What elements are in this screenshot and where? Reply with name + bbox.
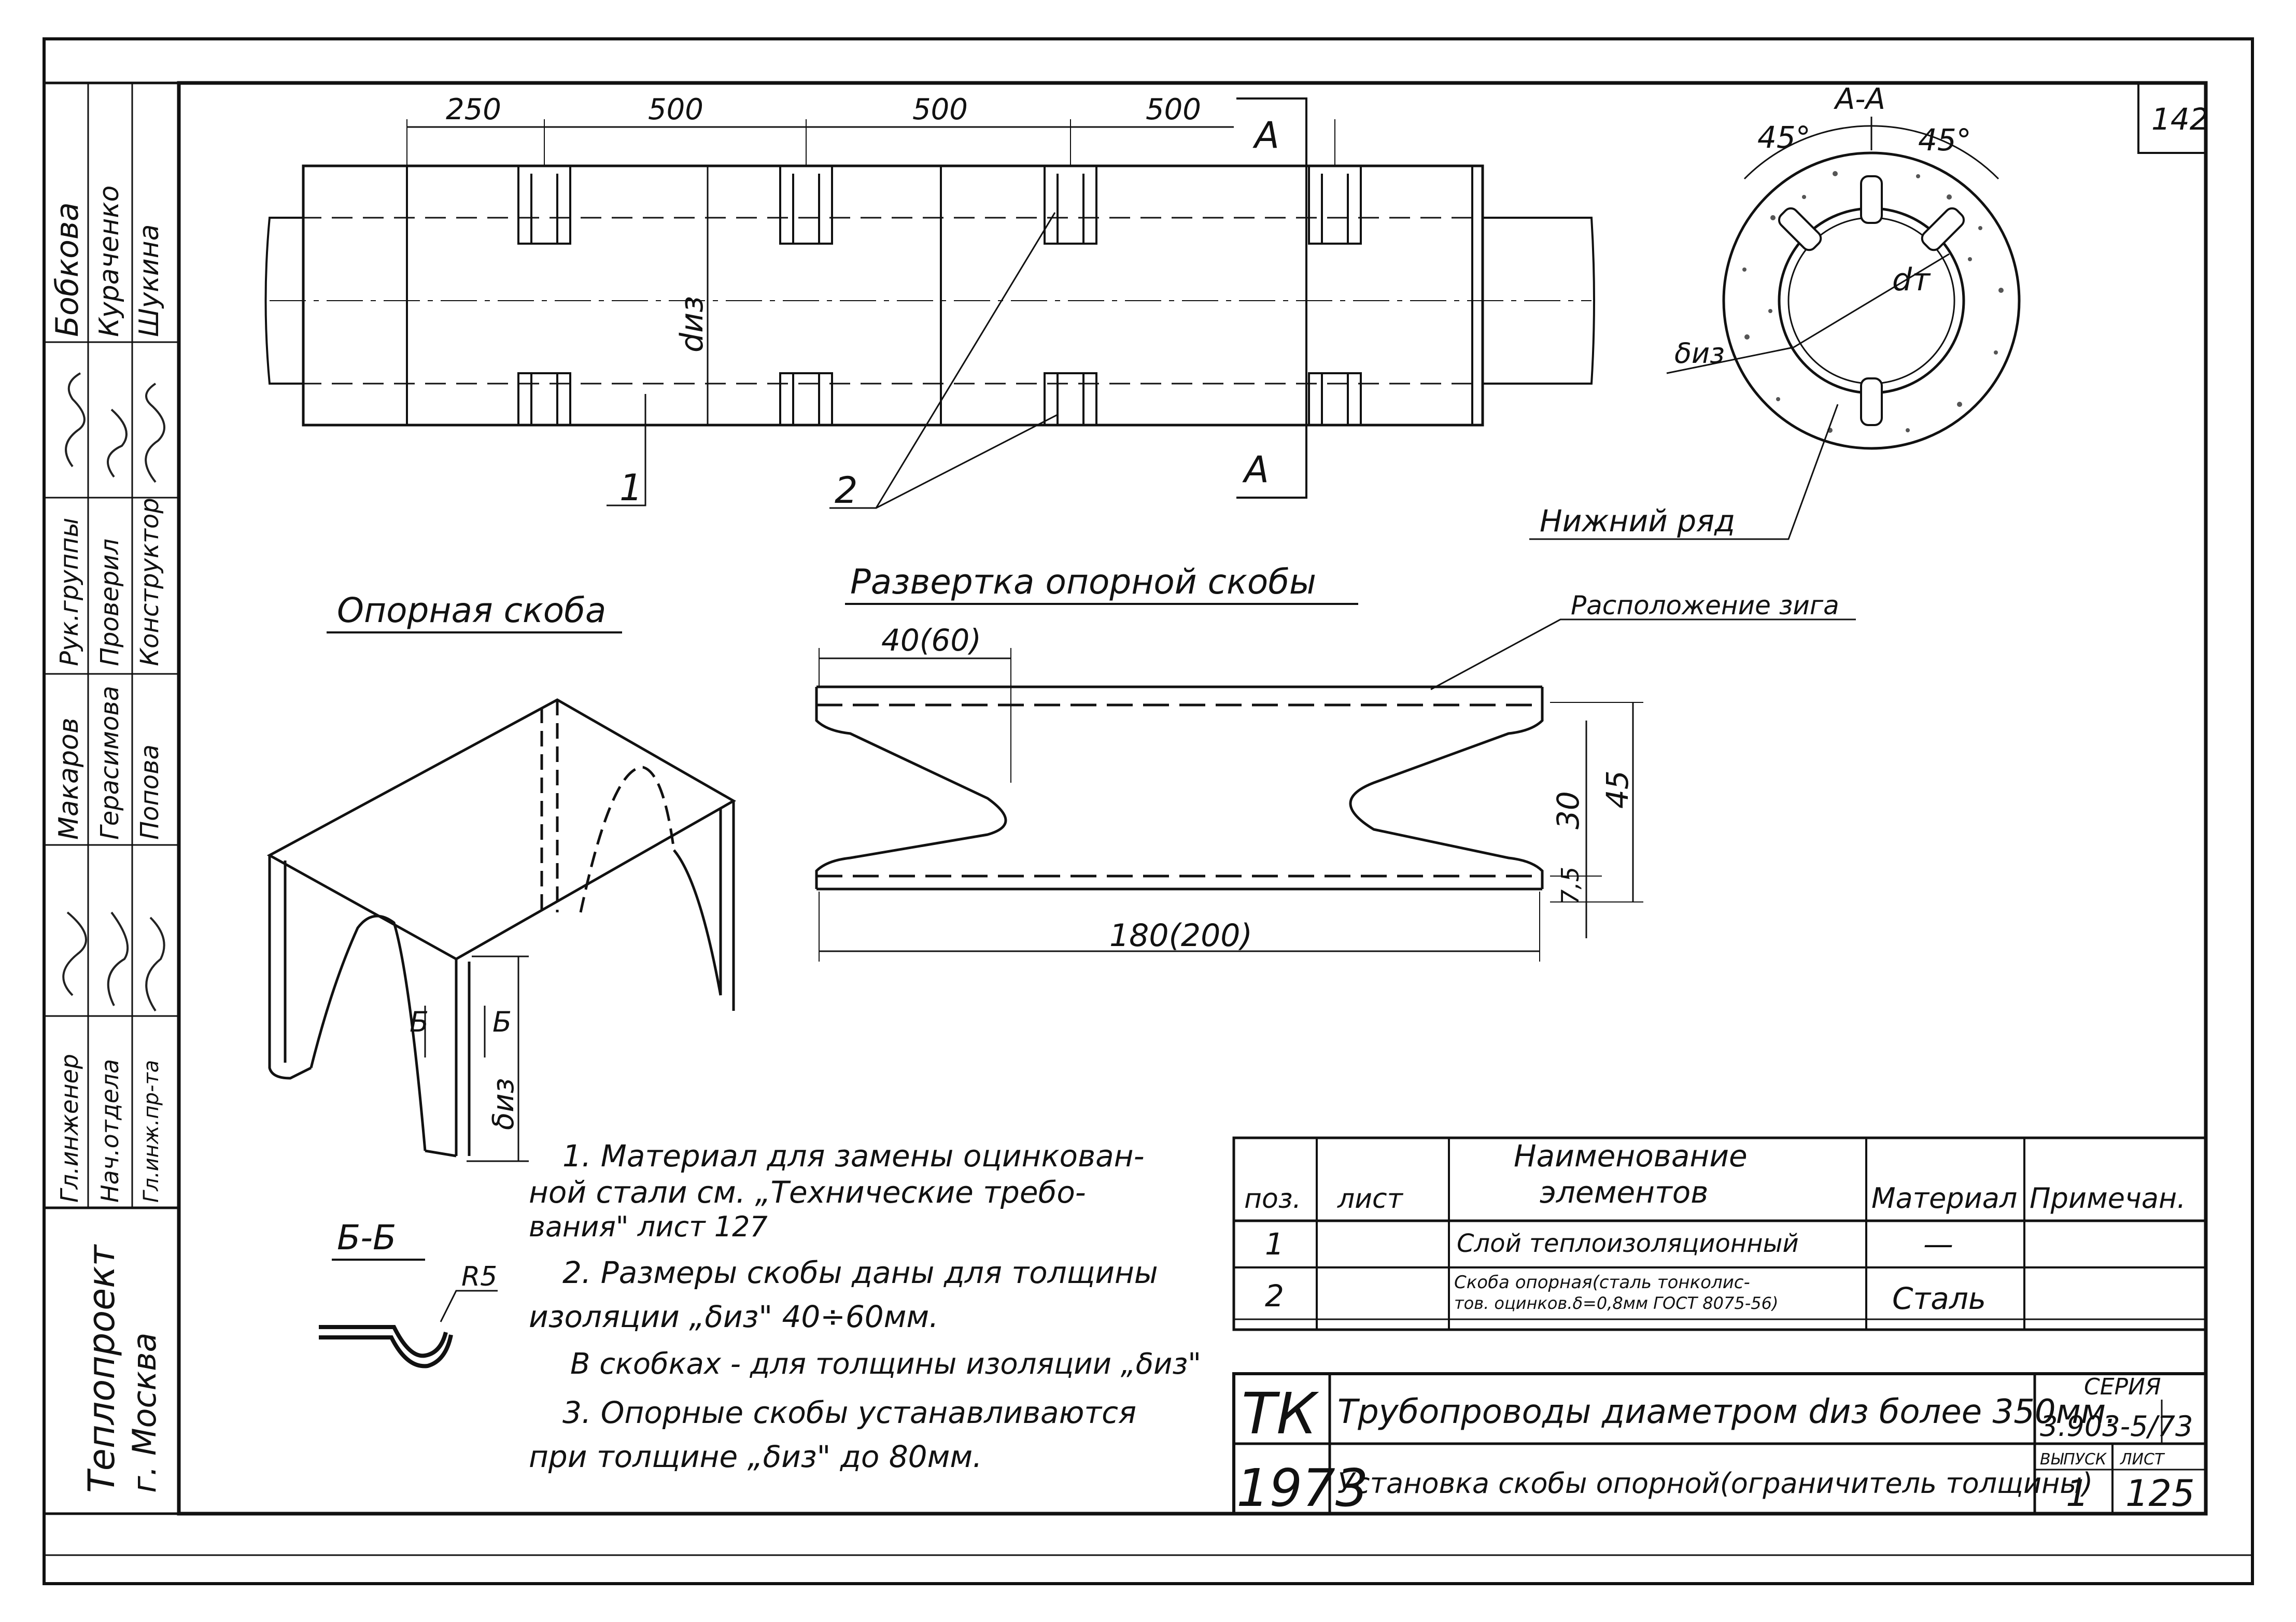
tb-issue-label: ВЫПУСК [2040,1450,2107,1469]
note-line-7: 3. Опорные скобы устанавливаются [562,1395,1136,1430]
dim-bottom: 180(200) [1109,918,1252,954]
row1-pos: 1 [1265,1226,1284,1262]
note-line-4: 2. Размеры скобы даны для толщины [562,1255,1158,1290]
pipe-dia: dт [1892,262,1931,298]
dim-45: 45 [1600,770,1635,809]
support-bracket-title: Опорная скоба [337,590,606,630]
stamp-role-3: Гл.инж.пр-та [139,1060,163,1203]
tb-line2: Установка скобы опорной(ограничитель тол… [1337,1467,2093,1500]
bracket-dim: δиз [487,1078,520,1130]
section-a-top: A [1252,114,1279,157]
note-line-5: изоляции „δиз" 40÷60мм. [529,1299,939,1334]
dia-label: dиз [674,296,710,352]
bb-radius: R5 [461,1261,497,1292]
row2-name: Скоба опорная(сталь тонколис- [1454,1272,1750,1293]
row2-material: Сталь [1892,1281,1986,1316]
cut-left: Б [410,1006,429,1038]
bb-title: Б-Б [337,1218,396,1258]
bottom-row-note: Нижний ряд [1540,503,1735,539]
th-name-2: элементов [1540,1175,1708,1210]
stamp-name-4: Бобкова [49,202,86,337]
stamp-city: г. Москва [125,1333,163,1493]
section-a-bottom: A [1242,448,1269,491]
th-sheet: лист [1337,1183,1404,1215]
development-view: Развертка опорной скобы Расположение зиг… [815,562,1856,962]
row1-material: — [1923,1226,1953,1262]
tb-series-label: СЕРИЯ [2084,1374,2161,1400]
th-note: Примечан. [2030,1182,2186,1215]
stamp-name-2: Герасимова [95,686,124,840]
notes: 1. Материал для замены оцинкован- ной ст… [529,1138,1201,1474]
ins-label: δиз [1674,337,1725,370]
tb-line1: Трубопроводы диаметром dиз более 350мм. [1337,1393,2117,1431]
stamp-org: Теплопроект [80,1244,123,1493]
stamp-role-5: Проверил [95,539,124,666]
row1-name: Слой теплоизоляционный [1457,1229,1799,1258]
tb-series: 3.903-5/73 [2040,1410,2193,1443]
tb-sheet: 125 [2125,1472,2195,1515]
note-line-3: вания" лист 127 [529,1210,768,1243]
th-pos: поз. [1244,1183,1301,1215]
cut-right: Б [492,1006,512,1038]
stamp-name-1: Макаров [53,718,84,840]
stamp-role-2: Нач.отдела [96,1059,124,1203]
dim-500-2: 500 [912,93,968,126]
note-line-2: ной стали см. „Технические требо- [529,1175,1086,1210]
development-title: Развертка опорной скобы [850,562,1316,602]
dim-500-3: 500 [1146,93,1201,126]
sheet-number-box: 142 [2137,82,2209,154]
callout-1: 1 [619,467,643,509]
dim-30: 30 [1551,791,1586,829]
note-line-1: 1. Материал для замены оцинкован- [562,1138,1145,1174]
stamp-name-6: Шукина [134,224,165,337]
dim-top: 40(60) [881,623,981,658]
dim-75: 7,5 [1556,867,1584,905]
th-material: Материал [1871,1182,2017,1215]
stamp-signatures [62,372,165,1012]
stamp-role-4: Рук.группы [55,518,84,666]
tb-year: 1973 [1236,1458,1369,1518]
zig-note: Расположение зига [1571,590,1839,620]
section-bb: Б-Б R5 [319,1218,498,1369]
stamp-role-6: Конструктор [135,498,164,666]
plan-view: 250 500 500 500 A A dиз 1 2 [264,93,1595,512]
section-aa: dт δиз A-A 45° 45° Нижний ряд [1529,82,2021,540]
tb-code: ТК [1242,1380,1319,1447]
row2-pos: 2 [1265,1278,1284,1314]
title-block: ТК 1973 Трубопроводы диаметром dиз более… [1232,1372,2207,1518]
support-bracket-view: Опорная скоба δиз Б Б [266,590,737,1162]
angle-left: 45° [1757,120,1811,155]
stamp-role-1: Гл.инженер [55,1054,83,1203]
callout-2: 2 [835,469,858,512]
section-aa-title: A-A [1834,82,1885,116]
row2-name-2: тов. оцинков.δ=0,8мм ГОСТ 8075-56) [1454,1293,1778,1313]
stamp-name-5: Кураченко [94,186,125,337]
sheet-number: 142 [2151,102,2209,137]
tb-sheet-label: ЛИСТ [2120,1450,2165,1469]
note-line-8: при толщине „δиз" до 80мм. [529,1439,982,1474]
note-line-6: В скобках - для толщины изоляции „δиз" [570,1347,1201,1381]
side-stamp: Бобкова Кураченко Шукина Рук.группы Пров… [43,81,180,1515]
angle-right: 45° [1918,122,1971,158]
tb-issue: 1 [2066,1472,2089,1515]
dim-250: 250 [446,93,501,126]
spec-table: поз. лист Наименование элементов Материа… [1232,1136,2207,1331]
th-name-1: Наименование [1514,1138,1748,1174]
stamp-name-3: Попова [135,744,164,840]
dim-500-1: 500 [648,93,703,126]
